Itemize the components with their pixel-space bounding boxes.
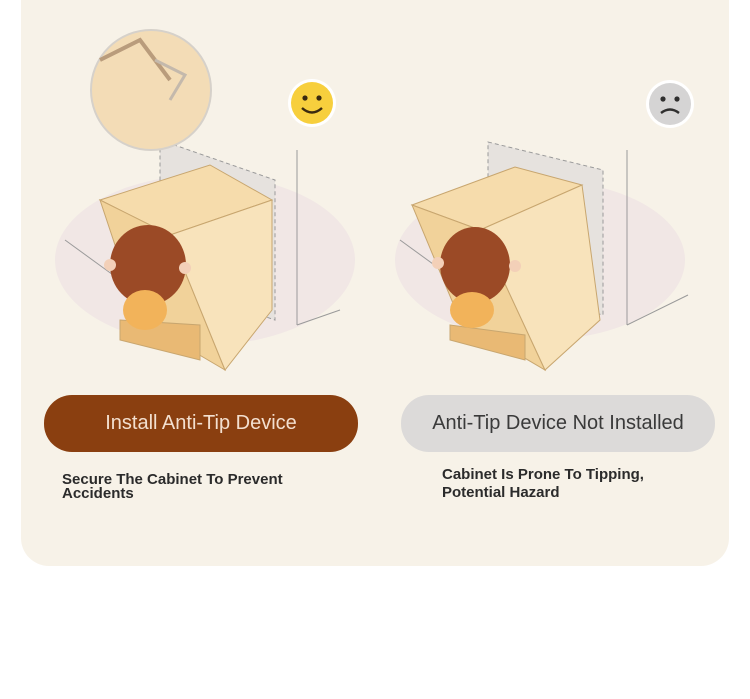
not-installed-label: Anti-Tip Device Not Installed — [432, 412, 684, 434]
install-anti-tip-label: Install Anti-Tip Device — [105, 412, 297, 434]
unsecured-description: Cabinet Is Prone To Tipping, Potential H… — [442, 466, 644, 501]
sad-face-icon — [646, 80, 694, 128]
secured-description: Secure The Cabinet To Prevent Accidents — [62, 471, 283, 502]
install-anti-tip-badge: Install Anti-Tip Device — [44, 395, 358, 452]
smiley-face-icon — [288, 79, 336, 127]
unsecured-cabinet-illustration — [395, 80, 694, 372]
not-installed-badge: Anti-Tip Device Not Installed — [401, 395, 715, 452]
secured-cabinet-illustration — [55, 29, 355, 372]
